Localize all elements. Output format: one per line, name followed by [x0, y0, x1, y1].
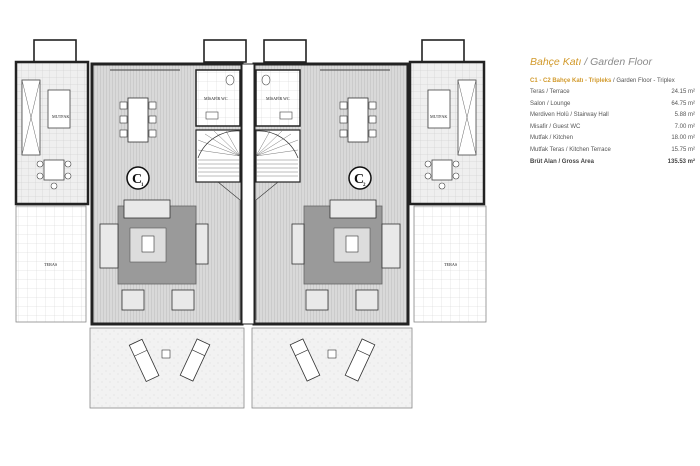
- legend-row-label: Salon / Lounge: [530, 100, 571, 107]
- legend-row: Mutfak / Kitchen 18.00 m²: [530, 133, 695, 145]
- kitchen-island: [427, 89, 451, 129]
- terrace-label: TERAS: [444, 262, 458, 267]
- guest-wc-label: MİSAFİR WC: [204, 96, 228, 101]
- legend-subtitle-tr: C1 - C2 Bahçe Katı - Tripleks: [530, 78, 612, 84]
- sun-lounger: [179, 338, 211, 382]
- sun-lounger: [344, 338, 376, 382]
- staircase-right: [255, 129, 301, 183]
- legend-subtitle: C1 - C2 Bahçe Katı - Tripleks / Garden F…: [530, 78, 695, 84]
- living-room-left: [99, 199, 209, 311]
- legend-title: Bahçe Katı / Garden Floor: [530, 56, 695, 68]
- legend-row-label: Mutfak Teras / Kitchen Terrace: [530, 146, 611, 153]
- legend-total-value: 135.53 m²: [667, 158, 695, 165]
- front-terrace-left: [89, 327, 245, 409]
- svg-text:C: C: [132, 172, 142, 187]
- terrace-label: TERAS: [44, 262, 58, 267]
- terrace-left: [15, 205, 87, 323]
- dining-table-left: [119, 97, 157, 143]
- dining-table-right: [339, 97, 377, 143]
- terrace-right: [413, 205, 487, 323]
- legend-title-sep: /: [584, 56, 588, 68]
- legend-row: Teras / Terrace 24.15 m²: [530, 87, 695, 99]
- legend-row-value: 7.00 m²: [674, 123, 695, 130]
- legend-row-label: Merdiven Holü / Stairway Hall: [530, 112, 609, 119]
- guest-wc-label: MİSAFİR WC: [266, 96, 290, 101]
- svg-text:1: 1: [141, 183, 144, 188]
- kitchen-label: MUTFAK: [52, 114, 69, 119]
- kitchen-label: MUTFAK: [430, 114, 447, 119]
- svg-text:2: 2: [363, 183, 366, 188]
- legend-title-tr: Bahçe Katı: [530, 56, 582, 68]
- unit-marker-c1: C 1: [126, 166, 150, 190]
- legend-row-value: 15.75 m²: [671, 146, 695, 153]
- kitchen-dining-table: [431, 159, 453, 181]
- legend-title-en: Garden Floor: [590, 56, 653, 68]
- staircase-left: [195, 129, 241, 183]
- legend-total-row: Brüt Alan / Gross Area 135.53 m²: [530, 157, 695, 169]
- legend-row: Salon / Lounge 64.75 m²: [530, 99, 695, 111]
- bay-window: [33, 39, 77, 63]
- floor-plan: MUTFAK MUTFAK MİSAFİR WC MİSAFİR WC: [14, 39, 487, 409]
- legend-row-value: 18.00 m²: [671, 135, 695, 142]
- legend-row-value: 5.88 m²: [674, 112, 695, 119]
- kitchen-dining-table: [43, 159, 65, 181]
- legend-row-label: Teras / Terrace: [530, 89, 570, 95]
- legend-row: Mutfak Teras / Kitchen Terrace 15.75 m²: [530, 145, 695, 157]
- bay-window: [203, 39, 247, 63]
- bay-window: [421, 39, 465, 63]
- bay-window: [263, 39, 307, 63]
- legend-row-label: Mutfak / Kitchen: [530, 135, 574, 142]
- living-room-right: [291, 199, 401, 311]
- legend-row-value: 24.15 m²: [671, 89, 695, 95]
- unit-marker-c2: C 2: [348, 166, 372, 190]
- legend-row-value: 64.75 m²: [671, 100, 695, 107]
- kitchen-island: [47, 89, 71, 129]
- area-legend: Bahçe Katı / Garden Floor C1 - C2 Bahçe …: [530, 56, 695, 168]
- legend-subtitle-en: / Garden Floor - Triplex: [611, 78, 675, 84]
- legend-row-label: Misafir / Guest WC: [530, 123, 581, 130]
- sun-lounger: [128, 338, 160, 383]
- sun-lounger: [289, 338, 321, 382]
- legend-total-label: Brüt Alan / Gross Area: [530, 158, 594, 165]
- legend-row: Misafir / Guest WC 7.00 m²: [530, 122, 695, 134]
- front-terrace-right: [251, 327, 413, 409]
- svg-text:C: C: [354, 172, 364, 187]
- legend-row: Merdiven Holü / Stairway Hall 5.88 m²: [530, 110, 695, 122]
